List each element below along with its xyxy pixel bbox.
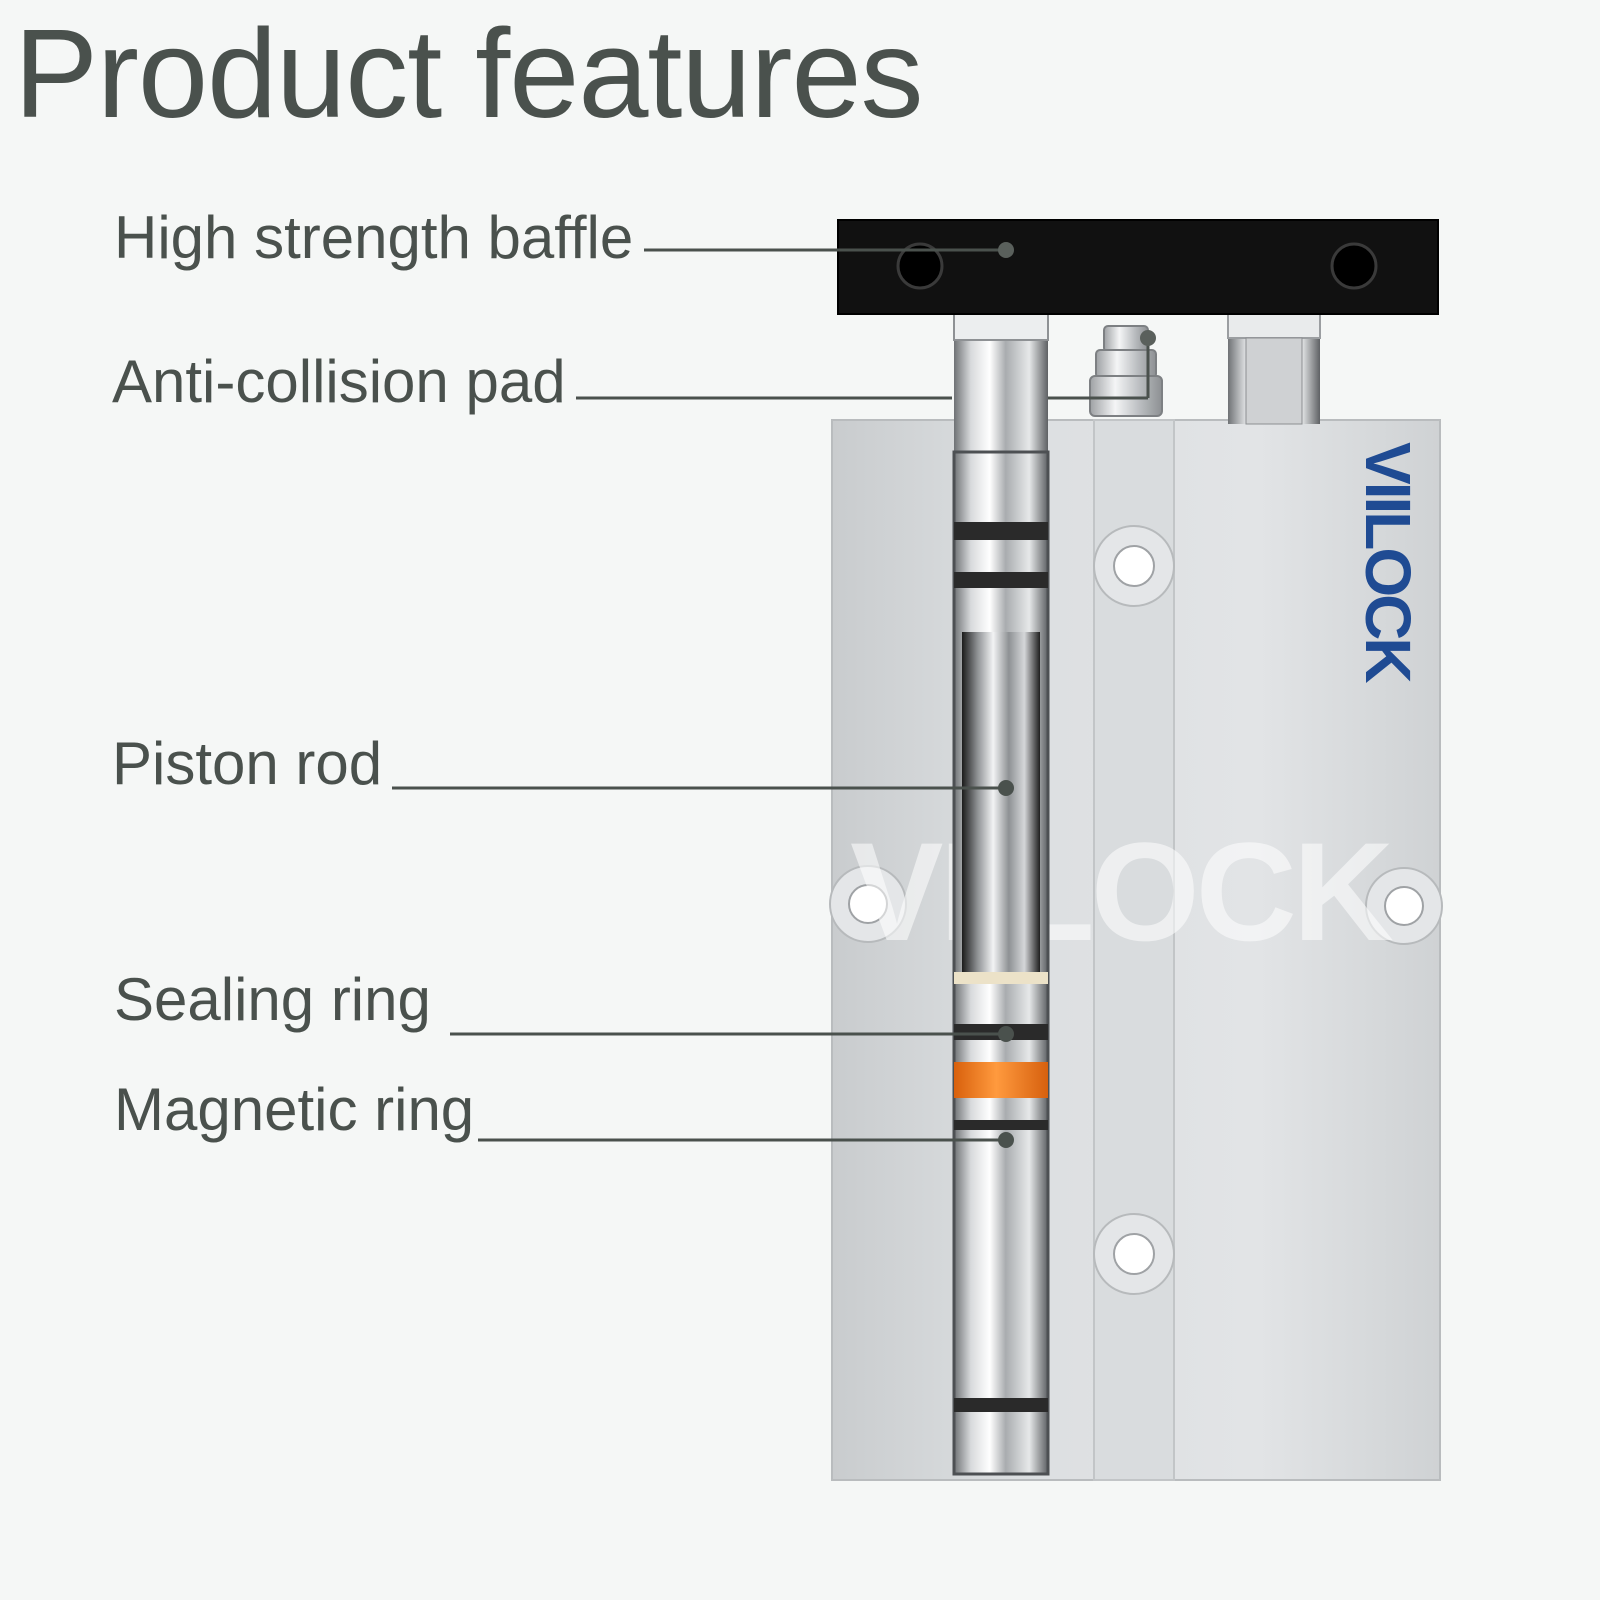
watermark-text: VIILOCK: [850, 813, 1393, 970]
label-magnetic-ring: Magnetic ring: [114, 1076, 475, 1143]
label-anti-collision-pad: Anti-collision pad: [112, 348, 566, 415]
label-high-strength-baffle: High strength baffle: [114, 204, 634, 271]
bumper-nut: [1089, 325, 1163, 417]
brand-logo: VIILOCK: [1352, 442, 1424, 683]
magnetic-ring: [954, 1062, 1048, 1098]
guide-rod-right: [1227, 311, 1321, 425]
cylinder-body: [829, 419, 1443, 1481]
baffle-plate: [837, 219, 1439, 315]
label-sealing-ring: Sealing ring: [114, 966, 431, 1033]
seal-rings: [954, 522, 1048, 1412]
page-title: Product features: [14, 3, 924, 144]
label-piston-rod: Piston rod: [112, 730, 383, 797]
leader-lines: [392, 242, 1156, 1148]
piston-rod: [952, 311, 1050, 1476]
